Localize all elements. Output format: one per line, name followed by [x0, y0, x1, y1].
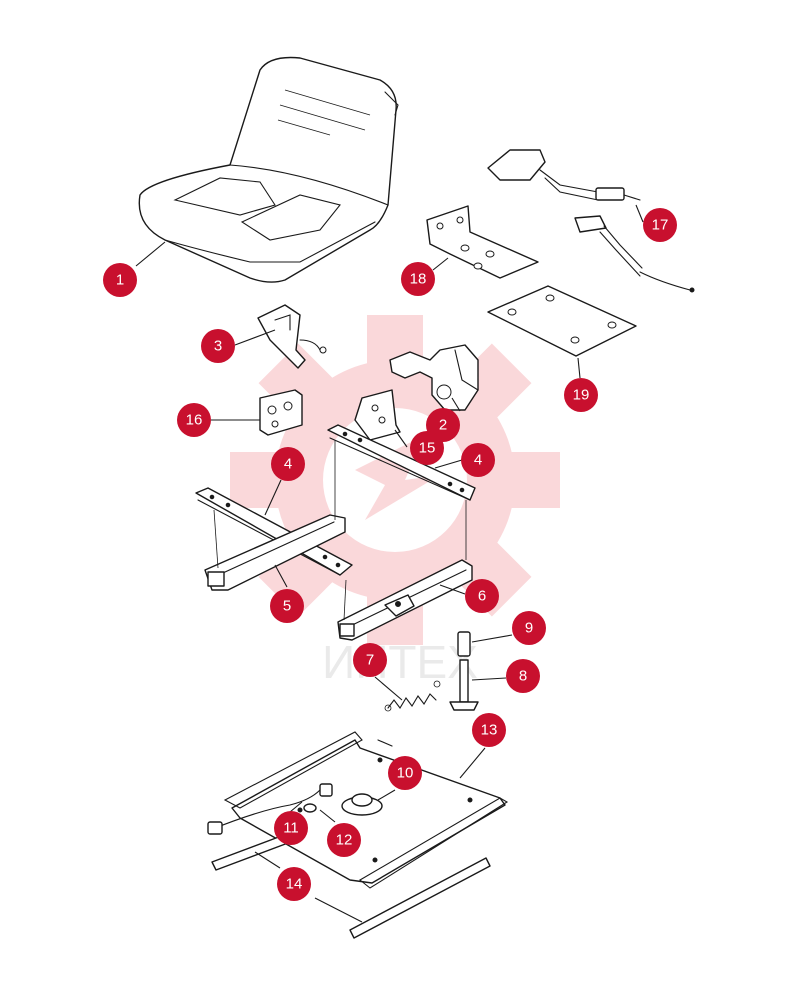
callout-badge: 10 [388, 756, 422, 790]
callout-circle [410, 431, 444, 465]
part-wire-connector [207, 783, 333, 835]
part-bracket-latch [257, 304, 327, 369]
callout-label: 3 [214, 338, 222, 355]
callout-circle [461, 443, 495, 477]
callout-circle [274, 811, 308, 845]
callout-circle [177, 403, 211, 437]
callout-label: 2 [439, 417, 447, 434]
part-bolt [449, 659, 479, 711]
callout-label: 1 [116, 272, 124, 289]
callout-badge: 16 [177, 403, 211, 437]
part-flat-plate [487, 285, 637, 357]
callout-badge: 5 [270, 589, 304, 623]
part-rail-upper-right [327, 424, 476, 501]
callout-label: 14 [286, 876, 303, 893]
callout-badge: 17 [643, 208, 677, 242]
callout-badge: 18 [401, 262, 435, 296]
part-seat-belt [487, 149, 695, 293]
callout-badge: 4 [271, 447, 305, 481]
callout-circle [512, 611, 546, 645]
callout-label: 6 [478, 588, 486, 605]
callout-badge: 19 [564, 378, 598, 412]
callout-label: 7 [366, 652, 374, 669]
callout-label: 12 [336, 832, 353, 849]
callout-label: 5 [283, 598, 291, 615]
callout-label: 9 [525, 620, 533, 637]
part-slide-rail-left [204, 514, 346, 591]
callout-badge: 11 [274, 811, 308, 845]
callout-circle [472, 713, 506, 747]
callout-label: 19 [573, 387, 590, 404]
callout-label: 11 [283, 820, 299, 837]
callout-circle [353, 643, 387, 677]
callout-label: 4 [284, 456, 292, 473]
callout-circle [270, 589, 304, 623]
part-seat-switch [341, 793, 383, 816]
callout-label: 16 [186, 412, 203, 429]
callout-label: 15 [419, 440, 436, 457]
part-angle-bracket [426, 205, 539, 279]
watermark-text: ИНТЕХ [322, 636, 478, 688]
part-slide-rail-right [337, 559, 473, 641]
callout-badge: 14 [277, 867, 311, 901]
callout-badge: 7 [353, 643, 387, 677]
part-spring [384, 680, 441, 712]
callout-label: 8 [519, 668, 527, 685]
callout-badge: 9 [512, 611, 546, 645]
callout-label: 17 [652, 217, 669, 234]
callout-badge: 3 [201, 329, 235, 363]
callout-label: 18 [410, 271, 427, 288]
callout-badge: 6 [465, 579, 499, 613]
callout-badge: 4 [461, 443, 495, 477]
callout-circle [643, 208, 677, 242]
callout-circle [103, 263, 137, 297]
part-clamp-bracket [389, 344, 479, 411]
part-pin-sleeve [457, 631, 471, 657]
callout-badge: 12 [327, 823, 361, 857]
callout-circle [327, 823, 361, 857]
callout-label: 10 [397, 765, 414, 782]
callout-badge: 13 [472, 713, 506, 747]
callout-circle [401, 262, 435, 296]
callout-circle [506, 659, 540, 693]
part-seat [138, 56, 399, 283]
callout-circle [465, 579, 499, 613]
callout-label: 13 [481, 722, 498, 739]
assembly-guide-lines [213, 440, 467, 621]
callout-circle [201, 329, 235, 363]
callout-circle [388, 756, 422, 790]
callout-circle [277, 867, 311, 901]
callout-badge: 8 [506, 659, 540, 693]
callout-leaders [135, 204, 644, 923]
part-mounting-plate [259, 389, 303, 436]
callout-badge: 15 [410, 431, 444, 465]
callout-circle [271, 447, 305, 481]
callout-label: 4 [474, 452, 482, 469]
callout-circle [564, 378, 598, 412]
callout-badge: 1 [103, 263, 137, 297]
